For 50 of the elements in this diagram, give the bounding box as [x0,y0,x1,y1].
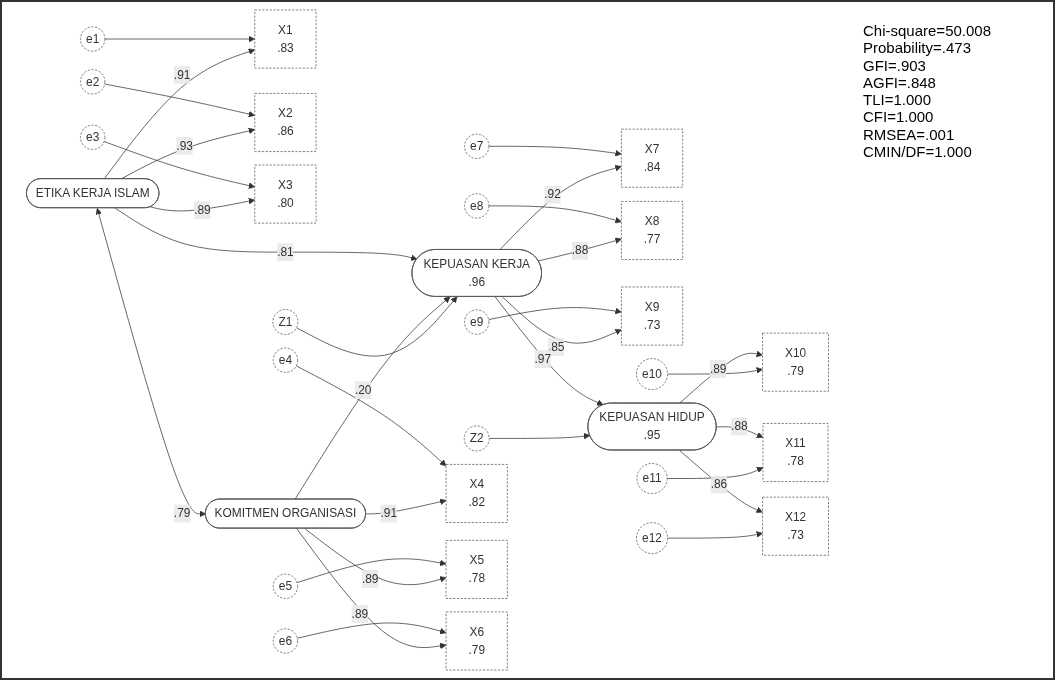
edge-label: .86 [710,477,728,491]
node-box: X6 .79 [445,611,508,671]
node-circle: e2 [80,69,106,95]
fit-statistic: Chi-square=50.008 [863,22,992,40]
fit-statistic: CFI=1.000 [863,108,935,126]
edge-label: .91 [173,68,191,81]
node-circle: e9 [464,309,490,335]
node-box: X1 .83 [254,9,317,69]
edge-label: .85 [547,340,565,353]
edge-label: .88 [571,244,589,257]
node-circle: e10 [636,358,668,390]
node-circle: e5 [272,573,299,599]
node-box: X7 .84 [621,128,684,188]
node-circle: e3 [80,124,106,150]
fit-statistic: CMIN/DF=1.000 [863,142,973,160]
node-circle: Z1 [272,309,299,335]
edge-label: .89 [709,362,727,375]
node-box: X9 .73 [621,286,684,346]
node-box: X11 .78 [762,423,829,482]
node-circle: e11 [636,463,668,494]
node-circle: e1 [80,26,106,52]
node-circle: e8 [464,193,490,219]
edge-label: .81 [277,245,294,259]
fit-statistic: AGFI=.848 [863,73,937,91]
edge-label: .92 [544,188,561,201]
edge-label: .20 [354,383,372,397]
node-box: X10 .79 [762,332,829,392]
node-circle: Z2 [463,425,490,452]
edge-label: .89 [194,203,211,217]
fit-statistic: GFI=.903 [863,56,927,74]
edge-label: .89 [351,607,369,620]
fit-statistic: Probability=.473 [863,39,972,57]
node-circle: e7 [464,133,490,159]
edge-label: .79 [173,506,191,520]
node-box: X5 .78 [445,540,508,599]
edge-label: .88 [731,419,748,433]
node-box: X8 .77 [621,201,684,260]
fit-statistic: RMSEA=.001 [863,125,956,143]
edge-label: .93 [176,139,193,152]
node-box: X3 .80 [254,164,317,224]
node-box: X12 .73 [762,496,829,556]
fit-statistic: TLI=1.000 [863,91,932,109]
edge-label: .89 [361,572,379,585]
node-circle: e4 [272,347,299,373]
node-circle: e6 [272,628,299,654]
edge-label: .91 [380,506,398,520]
node-circle: e12 [636,522,668,555]
node-box: X2 .86 [254,93,317,152]
edge-label: .97 [534,352,552,365]
node-box: X4 .82 [445,464,508,523]
